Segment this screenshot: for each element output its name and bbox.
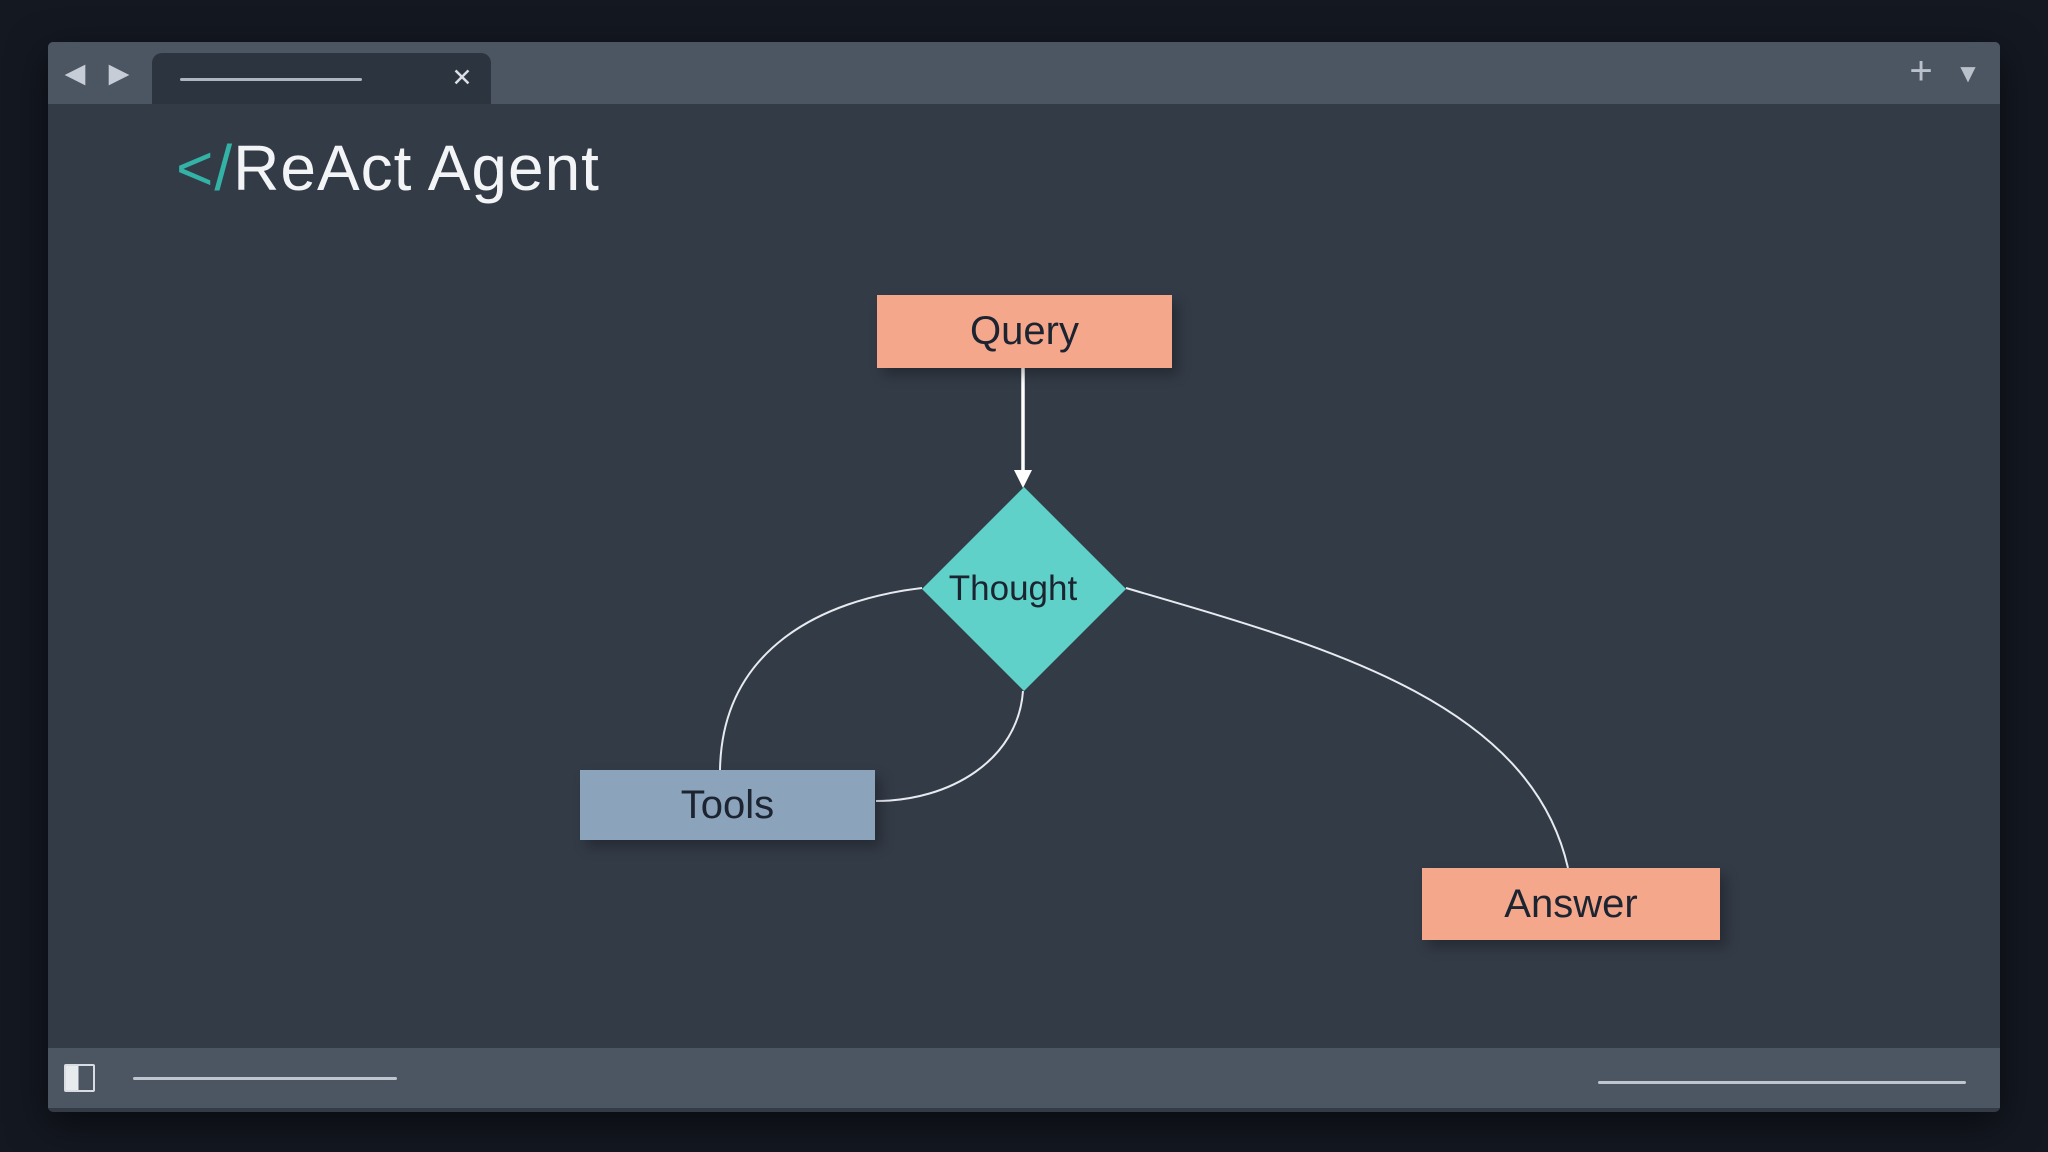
node-tools-label: Tools (680, 782, 775, 827)
node-thought: Thought (922, 487, 1126, 691)
node-thought-diamond (922, 487, 1126, 691)
node-tools: Tools (580, 770, 875, 840)
node-query: Query (877, 295, 1172, 368)
flow-canvas (719, 366, 1569, 869)
status-text-placeholder-right (1598, 1081, 1966, 1084)
edge-thought-tools-bottom (875, 690, 1024, 802)
new-tab-icon[interactable]: + (1909, 49, 1933, 93)
tab-title-placeholder (180, 78, 362, 81)
status-bar (48, 1048, 2000, 1108)
node-thought-label: Thought (948, 569, 1078, 608)
menu-dropdown-icon[interactable]: ▼ (1955, 58, 1981, 88)
page-title-accent: </ (176, 132, 234, 204)
node-answer: Answer (1422, 868, 1720, 940)
edge-query-thought-arrowhead (1014, 470, 1032, 488)
edge-thought-answer (1125, 587, 1569, 869)
sidebar-toggle-icon[interactable] (64, 1064, 95, 1092)
browser-tab[interactable]: ✕ (152, 53, 491, 104)
forward-icon[interactable]: ▶ (108, 58, 130, 88)
tab-bar: ◀ ▶ ✕ + ▼ (48, 42, 2000, 104)
edge-thought-tools-left (719, 587, 923, 771)
content-area: </ReAct Agent Query Thought Tools (48, 104, 2000, 1048)
browser-window: ◀ ▶ ✕ + ▼ </ReAct Agent Qu (48, 42, 2000, 1112)
back-icon[interactable]: ◀ (64, 58, 86, 88)
close-icon[interactable]: ✕ (451, 64, 473, 92)
status-text-placeholder-left (133, 1077, 397, 1080)
page-title: </ReAct Agent (176, 132, 600, 204)
node-answer-label: Answer (1504, 881, 1638, 926)
page-title-text: ReAct Agent (233, 132, 600, 204)
node-query-label: Query (970, 309, 1079, 353)
